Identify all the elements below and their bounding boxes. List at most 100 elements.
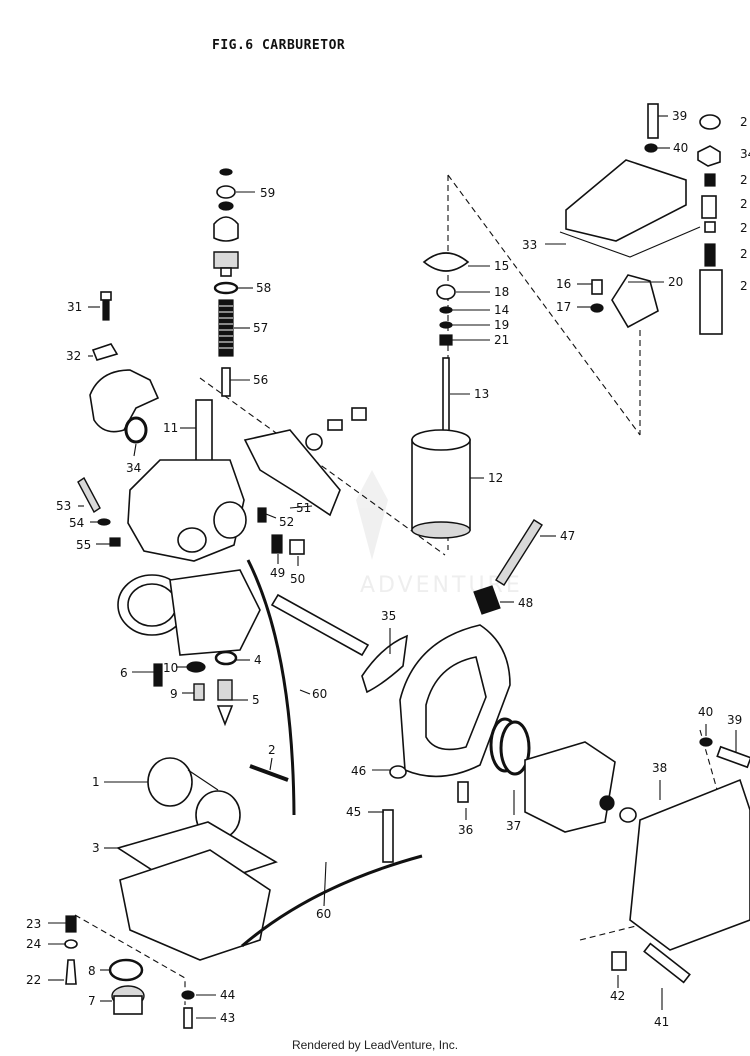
fuel-line-part-60-lower xyxy=(241,854,423,948)
pin-part-56 xyxy=(221,367,231,397)
callout-35: 35 xyxy=(381,609,396,623)
callout-38: 38 xyxy=(652,761,667,775)
leader-top-assembly xyxy=(199,377,446,556)
side-cover-part-38 xyxy=(629,778,750,951)
bolt-part-41 xyxy=(643,942,691,984)
adjuster-bolts xyxy=(305,407,367,451)
callout-45: 45 xyxy=(346,805,361,819)
bolt-part-45 xyxy=(382,809,394,863)
fuel-line-part-60-upper xyxy=(246,559,296,816)
o-ring-part-58 xyxy=(213,281,239,295)
bolt-part-31 xyxy=(100,291,112,321)
leader-needle-cap xyxy=(447,174,641,436)
callout-edge-6: 2 xyxy=(740,247,748,261)
callout-58: 58 xyxy=(256,281,271,295)
needle-jet-part-5 xyxy=(216,679,234,727)
washer-part-17 xyxy=(590,303,604,313)
callout-48: 48 xyxy=(518,596,533,610)
cap-stack-part-59 xyxy=(213,168,239,277)
callout-59: 59 xyxy=(260,186,275,200)
callout-54: 54 xyxy=(69,516,84,530)
adjust-screw-part-47 xyxy=(495,519,543,586)
spring-part-54 xyxy=(97,518,111,526)
callout-31: 31 xyxy=(67,300,82,314)
callout-34: 34 xyxy=(126,461,141,475)
clip-part-14 xyxy=(439,306,453,314)
link-part-20 xyxy=(611,274,659,329)
lever-part-51 xyxy=(243,429,341,517)
callout-edge-2: 34 xyxy=(740,147,750,161)
washer-part-40-lower xyxy=(699,737,713,747)
edge-part-sleeve xyxy=(701,195,717,219)
jet-needle-part-13 xyxy=(442,357,450,439)
callout-9: 9 xyxy=(170,687,178,701)
edge-part-nut xyxy=(697,145,721,167)
spring-part-57 xyxy=(218,299,234,357)
callout-42: 42 xyxy=(610,989,625,1003)
housing-cover xyxy=(399,624,511,778)
screw-part-39-top xyxy=(647,103,659,139)
jet-part-9 xyxy=(193,683,205,701)
nut-part-42 xyxy=(611,951,627,971)
callout-24: 24 xyxy=(26,937,41,951)
callout-32: 32 xyxy=(66,349,81,363)
callout-36: 36 xyxy=(458,823,473,837)
callout-20: 20 xyxy=(668,275,683,289)
bolt-part-50 xyxy=(289,539,305,555)
callout-56: 56 xyxy=(253,373,268,387)
callout-47: 47 xyxy=(560,529,575,543)
callout-33: 33 xyxy=(522,238,537,252)
callout-4: 4 xyxy=(254,653,262,667)
callout-60-lower: 60 xyxy=(316,907,331,921)
callout-16: 16 xyxy=(556,277,571,291)
clip-part-32 xyxy=(91,343,119,361)
cover-plate xyxy=(524,741,616,833)
drain-plug-part-7 xyxy=(111,985,145,1015)
ring-part-55 xyxy=(109,537,121,547)
bolt-part-16 xyxy=(591,279,603,295)
screw-part-22 xyxy=(65,959,77,985)
callout-12: 12 xyxy=(488,471,503,485)
callout-3: 3 xyxy=(92,841,100,855)
callout-14: 14 xyxy=(494,303,509,317)
callout-15: 15 xyxy=(494,259,509,273)
spring-seat-part-21 xyxy=(439,334,453,346)
callout-37: 37 xyxy=(506,819,521,833)
float-bowl xyxy=(119,849,271,961)
callout-19: 19 xyxy=(494,318,509,332)
footer-credit: Rendered by LeadVenture, Inc. xyxy=(291,1038,459,1052)
callout-edge-1: 2 xyxy=(740,115,748,129)
callout-44: 44 xyxy=(220,988,235,1002)
spring-part-48 xyxy=(473,585,501,615)
callout-60-upper: 60 xyxy=(312,687,327,701)
screw-part-39-lower xyxy=(716,745,750,769)
callout-22: 22 xyxy=(26,973,41,987)
callout-8: 8 xyxy=(88,964,96,978)
callout-5: 5 xyxy=(252,693,260,707)
callout-49: 49 xyxy=(270,566,285,580)
callout-23: 23 xyxy=(26,917,41,931)
spring-part-37 xyxy=(489,717,531,776)
callout-edge-5: 2 xyxy=(740,221,748,235)
callout-17: 17 xyxy=(556,300,571,314)
washer-part-40-top xyxy=(644,143,658,153)
callout-13: 13 xyxy=(474,387,489,401)
edge-part-cap xyxy=(704,173,716,187)
callout-10: 10 xyxy=(163,661,178,675)
throttle-shaft xyxy=(270,593,370,657)
float-part-1 xyxy=(147,757,241,840)
callout-21: 21 xyxy=(494,333,509,347)
spring-part-23 xyxy=(65,915,77,933)
callout-55: 55 xyxy=(76,538,91,552)
spring-part-49 xyxy=(271,534,283,554)
washer-part-34 xyxy=(124,416,148,444)
nut-part-right xyxy=(599,795,615,811)
leader-cover xyxy=(579,924,641,941)
figure-title: FIG.6 CARBURETOR xyxy=(212,38,346,53)
callout-40-top: 40 xyxy=(673,141,688,155)
washer-part-46 xyxy=(389,765,407,779)
screw-part-6 xyxy=(153,663,163,687)
o-ring-part-4 xyxy=(214,650,238,666)
callout-edge-3: 2 xyxy=(740,173,748,187)
